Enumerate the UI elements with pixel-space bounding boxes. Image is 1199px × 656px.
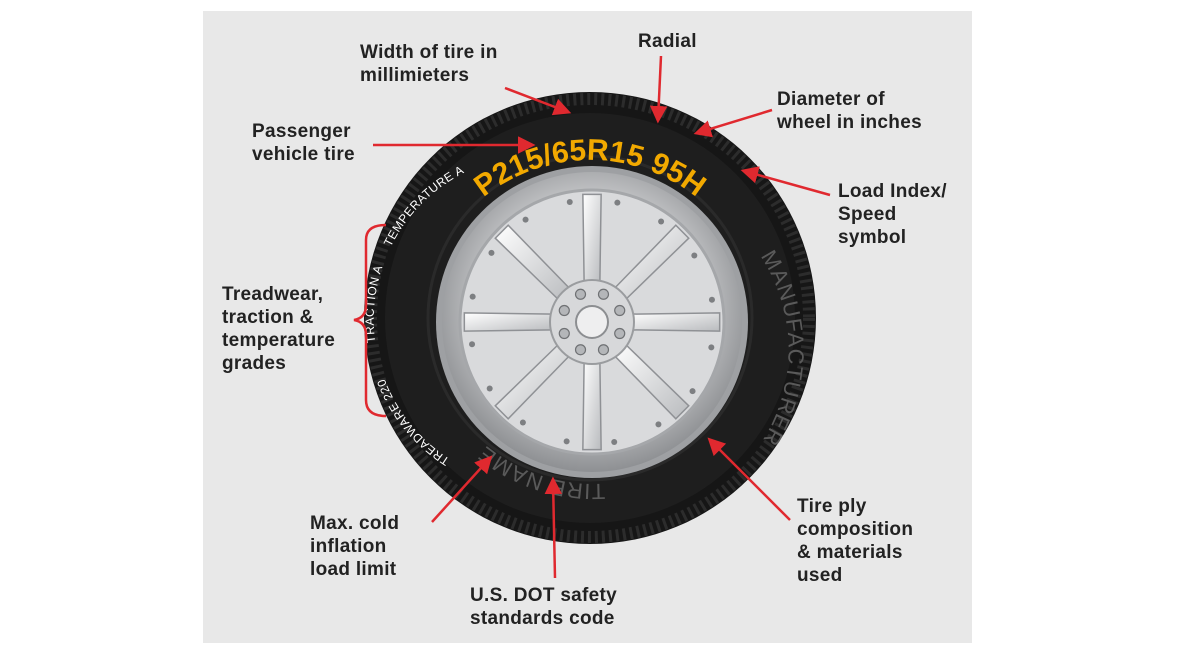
label-ply-line4: used	[797, 565, 843, 586]
label-grades-line2: traction &	[222, 307, 314, 328]
label-ply-line3: & materials	[797, 542, 903, 563]
lug-nut	[614, 327, 626, 340]
rim-bolt	[469, 293, 476, 300]
rim-bolt	[691, 252, 698, 259]
rim-bolt	[522, 216, 529, 223]
rim-bolt	[486, 385, 493, 392]
arrow-radial	[649, 55, 668, 124]
lug-nut	[558, 304, 570, 317]
label-grades: Treadwear, traction & temperature grades	[222, 283, 335, 375]
label-grades-line4: grades	[222, 353, 287, 374]
label-radial-line1: Radial	[638, 31, 697, 52]
label-max-cold-line3: load limit	[310, 559, 397, 580]
label-radial: Radial	[638, 30, 697, 53]
label-max-cold: Max. cold inflation load limit	[310, 512, 399, 581]
label-ply-line1: Tire ply	[797, 496, 867, 517]
center-cap	[575, 305, 609, 339]
tread-ring	[365, 93, 815, 543]
label-width-line1: Width of tire in	[360, 42, 498, 63]
label-passenger-line1: Passenger	[252, 121, 351, 142]
rim-bolt	[658, 218, 665, 225]
arrow-load-speed	[740, 166, 831, 197]
sidewall-ring	[426, 154, 754, 482]
label-dot: U.S. DOT safety standards code	[470, 584, 617, 630]
arrow-width	[504, 86, 572, 116]
callout-arrows	[353, 55, 831, 579]
label-grades-line1: Treadwear,	[222, 284, 324, 305]
label-load-speed-line2: Speed	[838, 204, 897, 225]
label-max-cold-line1: Max. cold	[310, 513, 400, 534]
arrow-ply	[707, 437, 791, 521]
label-passenger-line2: vehicle tire	[252, 144, 355, 165]
label-diameter-line2: wheel in inches	[777, 112, 922, 133]
wheel-spoke	[582, 358, 602, 451]
arrow-diameter	[693, 108, 773, 138]
label-grades-line3: temperature	[222, 330, 336, 351]
wheel-rim	[436, 166, 748, 478]
rim-bolt	[708, 344, 715, 351]
rim-bolt	[689, 388, 696, 395]
label-load-speed: Load Index/ Speed symbol	[838, 180, 947, 249]
lug-nut	[614, 304, 626, 317]
rim-bolt	[469, 341, 476, 348]
rim-bolt	[708, 296, 715, 303]
arrow-max-cold	[431, 455, 493, 523]
rim-bolt	[488, 249, 495, 256]
wheel-spokes	[463, 193, 721, 451]
wheel-spoke	[582, 193, 602, 286]
lug-nut	[558, 327, 570, 340]
label-diameter: Diameter of wheel in inches	[777, 88, 922, 134]
lug-nut	[597, 344, 610, 356]
label-ply: Tire ply composition & materials used	[797, 495, 913, 587]
rim-bolts	[469, 199, 715, 445]
bracket-grades	[353, 223, 387, 418]
rim-bolt	[519, 419, 526, 426]
label-dot-line1: U.S. DOT safety	[470, 585, 618, 606]
lug-nut	[574, 344, 587, 356]
lug-nut	[574, 288, 587, 300]
lug-nut	[597, 288, 610, 300]
label-width: Width of tire in millimieters	[360, 41, 498, 87]
label-passenger: Passenger vehicle tire	[252, 120, 355, 166]
rim-bolt	[611, 438, 618, 445]
label-diameter-line1: Diameter of	[777, 89, 885, 110]
rim-bolt	[614, 199, 621, 206]
label-width-line2: millimieters	[360, 65, 470, 86]
rim-bolt	[563, 438, 570, 445]
label-load-speed-line3: symbol	[838, 227, 907, 248]
arrow-dot	[544, 476, 563, 579]
label-max-cold-line2: inflation	[310, 536, 387, 557]
wheel-spoke	[628, 312, 721, 332]
wheel-spoke	[463, 312, 556, 332]
label-ply-line2: composition	[797, 519, 914, 540]
rim-bolt	[655, 421, 662, 428]
label-load-speed-line1: Load Index/	[838, 181, 947, 202]
lug-nuts	[558, 288, 626, 356]
rim-bolt	[566, 199, 573, 206]
label-dot-line2: standards code	[470, 608, 615, 629]
